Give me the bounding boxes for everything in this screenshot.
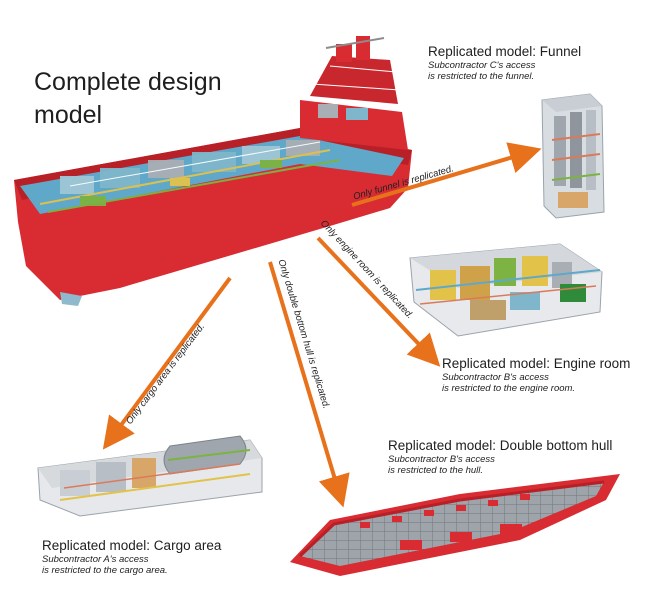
arrow-to-funnel	[351, 142, 542, 207]
double-bottom-caption: Replicated model: Double bottom hull Sub…	[388, 438, 612, 476]
arrow-to-double-bottom	[268, 261, 350, 508]
funnel-title: Replicated model: Funnel	[428, 44, 582, 59]
arrow-to-engine-room	[316, 236, 441, 367]
funnel-note-line2: is restricted to the funnel.	[428, 71, 535, 82]
double-bottom-note-line2: is restricted to the hull.	[388, 465, 484, 476]
main-title-line2: model	[34, 101, 103, 129]
double-bottom-title: Replicated model: Double bottom hull	[388, 438, 613, 453]
main-title-line1: Complete design	[34, 68, 222, 96]
engine-room-title: Replicated model: Engine room	[442, 356, 631, 371]
funnel-caption: Replicated model: Funnel Subcontractor C…	[428, 44, 581, 82]
engine-room-note-line1: Subcontractor B's access	[442, 372, 549, 383]
double-bottom-note-line1: Subcontractor B's access	[388, 454, 495, 465]
funnel-model-illustration	[541, 93, 605, 219]
engine-room-note-line2: is restricted to the engine room.	[442, 383, 576, 394]
complete-ship-model-illustration	[14, 36, 412, 306]
engine-room-model-illustration	[409, 243, 603, 337]
cargo-area-note-line2: is restricted to the cargo area.	[42, 565, 168, 576]
funnel-note-line1: Subcontractor C's access	[428, 60, 536, 71]
cargo-area-caption: Replicated model: Cargo area Subcontract…	[42, 538, 221, 576]
arrow-to-cargo-area	[102, 276, 232, 450]
cargo-area-title: Replicated model: Cargo area	[42, 538, 222, 553]
cargo-area-model-illustration	[37, 435, 263, 517]
double-bottom-hull-model-illustration	[290, 474, 620, 576]
cargo-area-note-line1: Subcontractor A's access	[42, 554, 149, 565]
main-title: Complete design model	[34, 66, 264, 132]
engine-room-caption: Replicated model: Engine room Subcontrac…	[442, 356, 630, 394]
